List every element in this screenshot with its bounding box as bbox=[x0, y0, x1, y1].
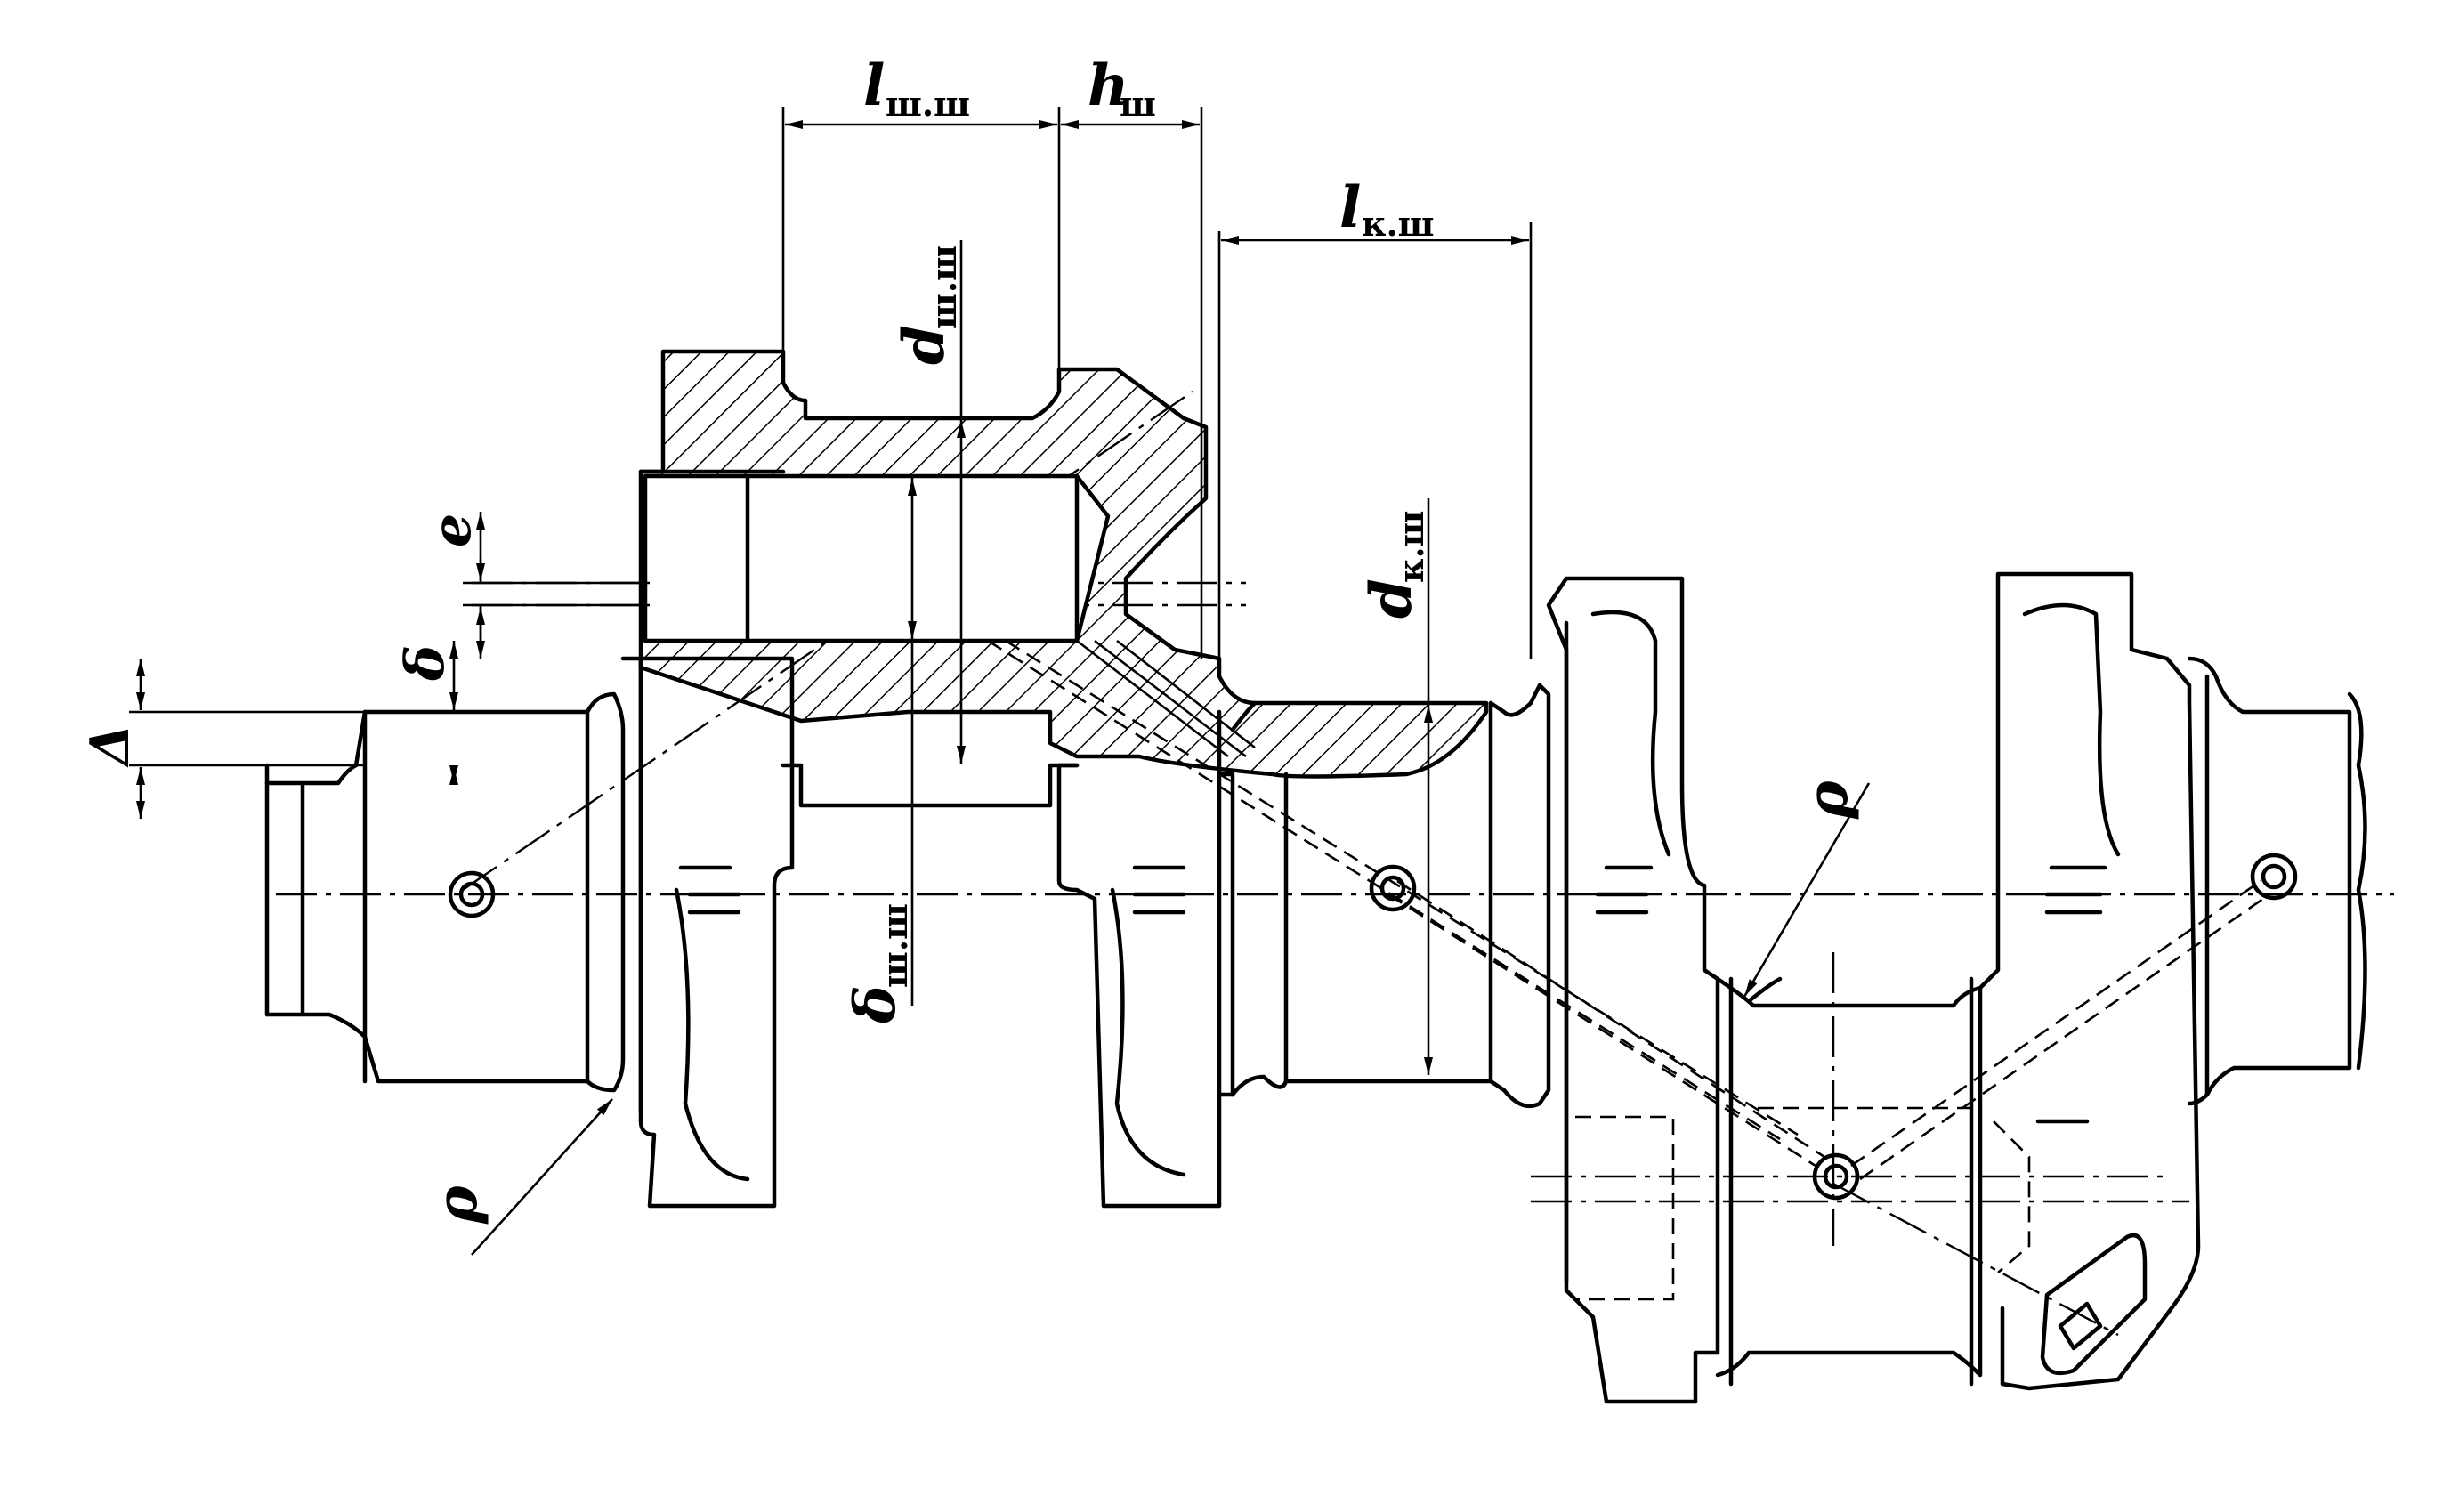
right-crankpin bbox=[1715, 976, 1983, 1387]
oil-passages bbox=[1387, 879, 2270, 1181]
left-main-journal bbox=[264, 691, 626, 1093]
center-mark-bottom bbox=[1812, 1152, 1860, 1201]
center-lines bbox=[276, 391, 2394, 1337]
label-l-ksh: l к.ш bbox=[1339, 174, 1435, 244]
label-Delta: Δ bbox=[79, 724, 142, 768]
svg-text:ш.ш: ш.ш bbox=[875, 903, 915, 988]
left-crankpin-section bbox=[638, 349, 1799, 1209]
label-rho-left: ρ bbox=[424, 1185, 490, 1225]
svg-text:ш: ш bbox=[1120, 84, 1156, 124]
svg-text:δ: δ bbox=[842, 985, 909, 1024]
labels: l ш.ш h ш l к.ш d ш.ш d к.ш δ ш.ш e δ bbox=[79, 53, 1861, 1225]
center-mark-middle bbox=[1369, 864, 1417, 912]
label-d-shsh: d ш.ш bbox=[891, 245, 964, 365]
svg-text:к.ш: к.ш bbox=[1391, 510, 1431, 583]
svg-text:Δ: Δ bbox=[79, 724, 142, 768]
label-l-shsh: l ш.ш bbox=[863, 53, 970, 124]
right-main-journal bbox=[2187, 656, 2367, 1106]
svg-text:ш.ш: ш.ш bbox=[924, 245, 964, 329]
label-e: e bbox=[421, 513, 483, 547]
svg-text:d: d bbox=[891, 325, 958, 365]
svg-text:ρ: ρ bbox=[424, 1185, 490, 1225]
svg-text:δ: δ bbox=[394, 645, 457, 682]
right-end-web bbox=[1978, 571, 2201, 1391]
center-mark-right bbox=[2250, 853, 2298, 901]
label-delta-small: δ bbox=[394, 645, 457, 682]
svg-text:к.ш: к.ш bbox=[1362, 204, 1435, 244]
svg-text:e: e bbox=[421, 513, 483, 547]
svg-text:d: d bbox=[1358, 578, 1425, 619]
svg-text:ρ: ρ bbox=[1794, 780, 1861, 820]
center-marks bbox=[448, 853, 2298, 1201]
label-rho-right: ρ bbox=[1794, 780, 1861, 820]
right-crank-web bbox=[1546, 576, 1720, 1404]
svg-text:l: l bbox=[1339, 174, 1361, 241]
svg-text:l: l bbox=[863, 53, 885, 119]
label-delta-shsh: δ ш.ш bbox=[842, 903, 915, 1024]
middle-main-journal bbox=[1230, 683, 1551, 1109]
dimension-lines bbox=[129, 107, 1871, 1256]
svg-text:ш.ш: ш.ш bbox=[886, 84, 970, 124]
label-d-ksh: d к.ш bbox=[1358, 510, 1431, 619]
svg-text:h: h bbox=[1088, 53, 1129, 119]
label-h-sh: h ш bbox=[1088, 53, 1156, 124]
center-mark-left bbox=[448, 870, 496, 918]
left-crank-web bbox=[620, 656, 795, 1209]
